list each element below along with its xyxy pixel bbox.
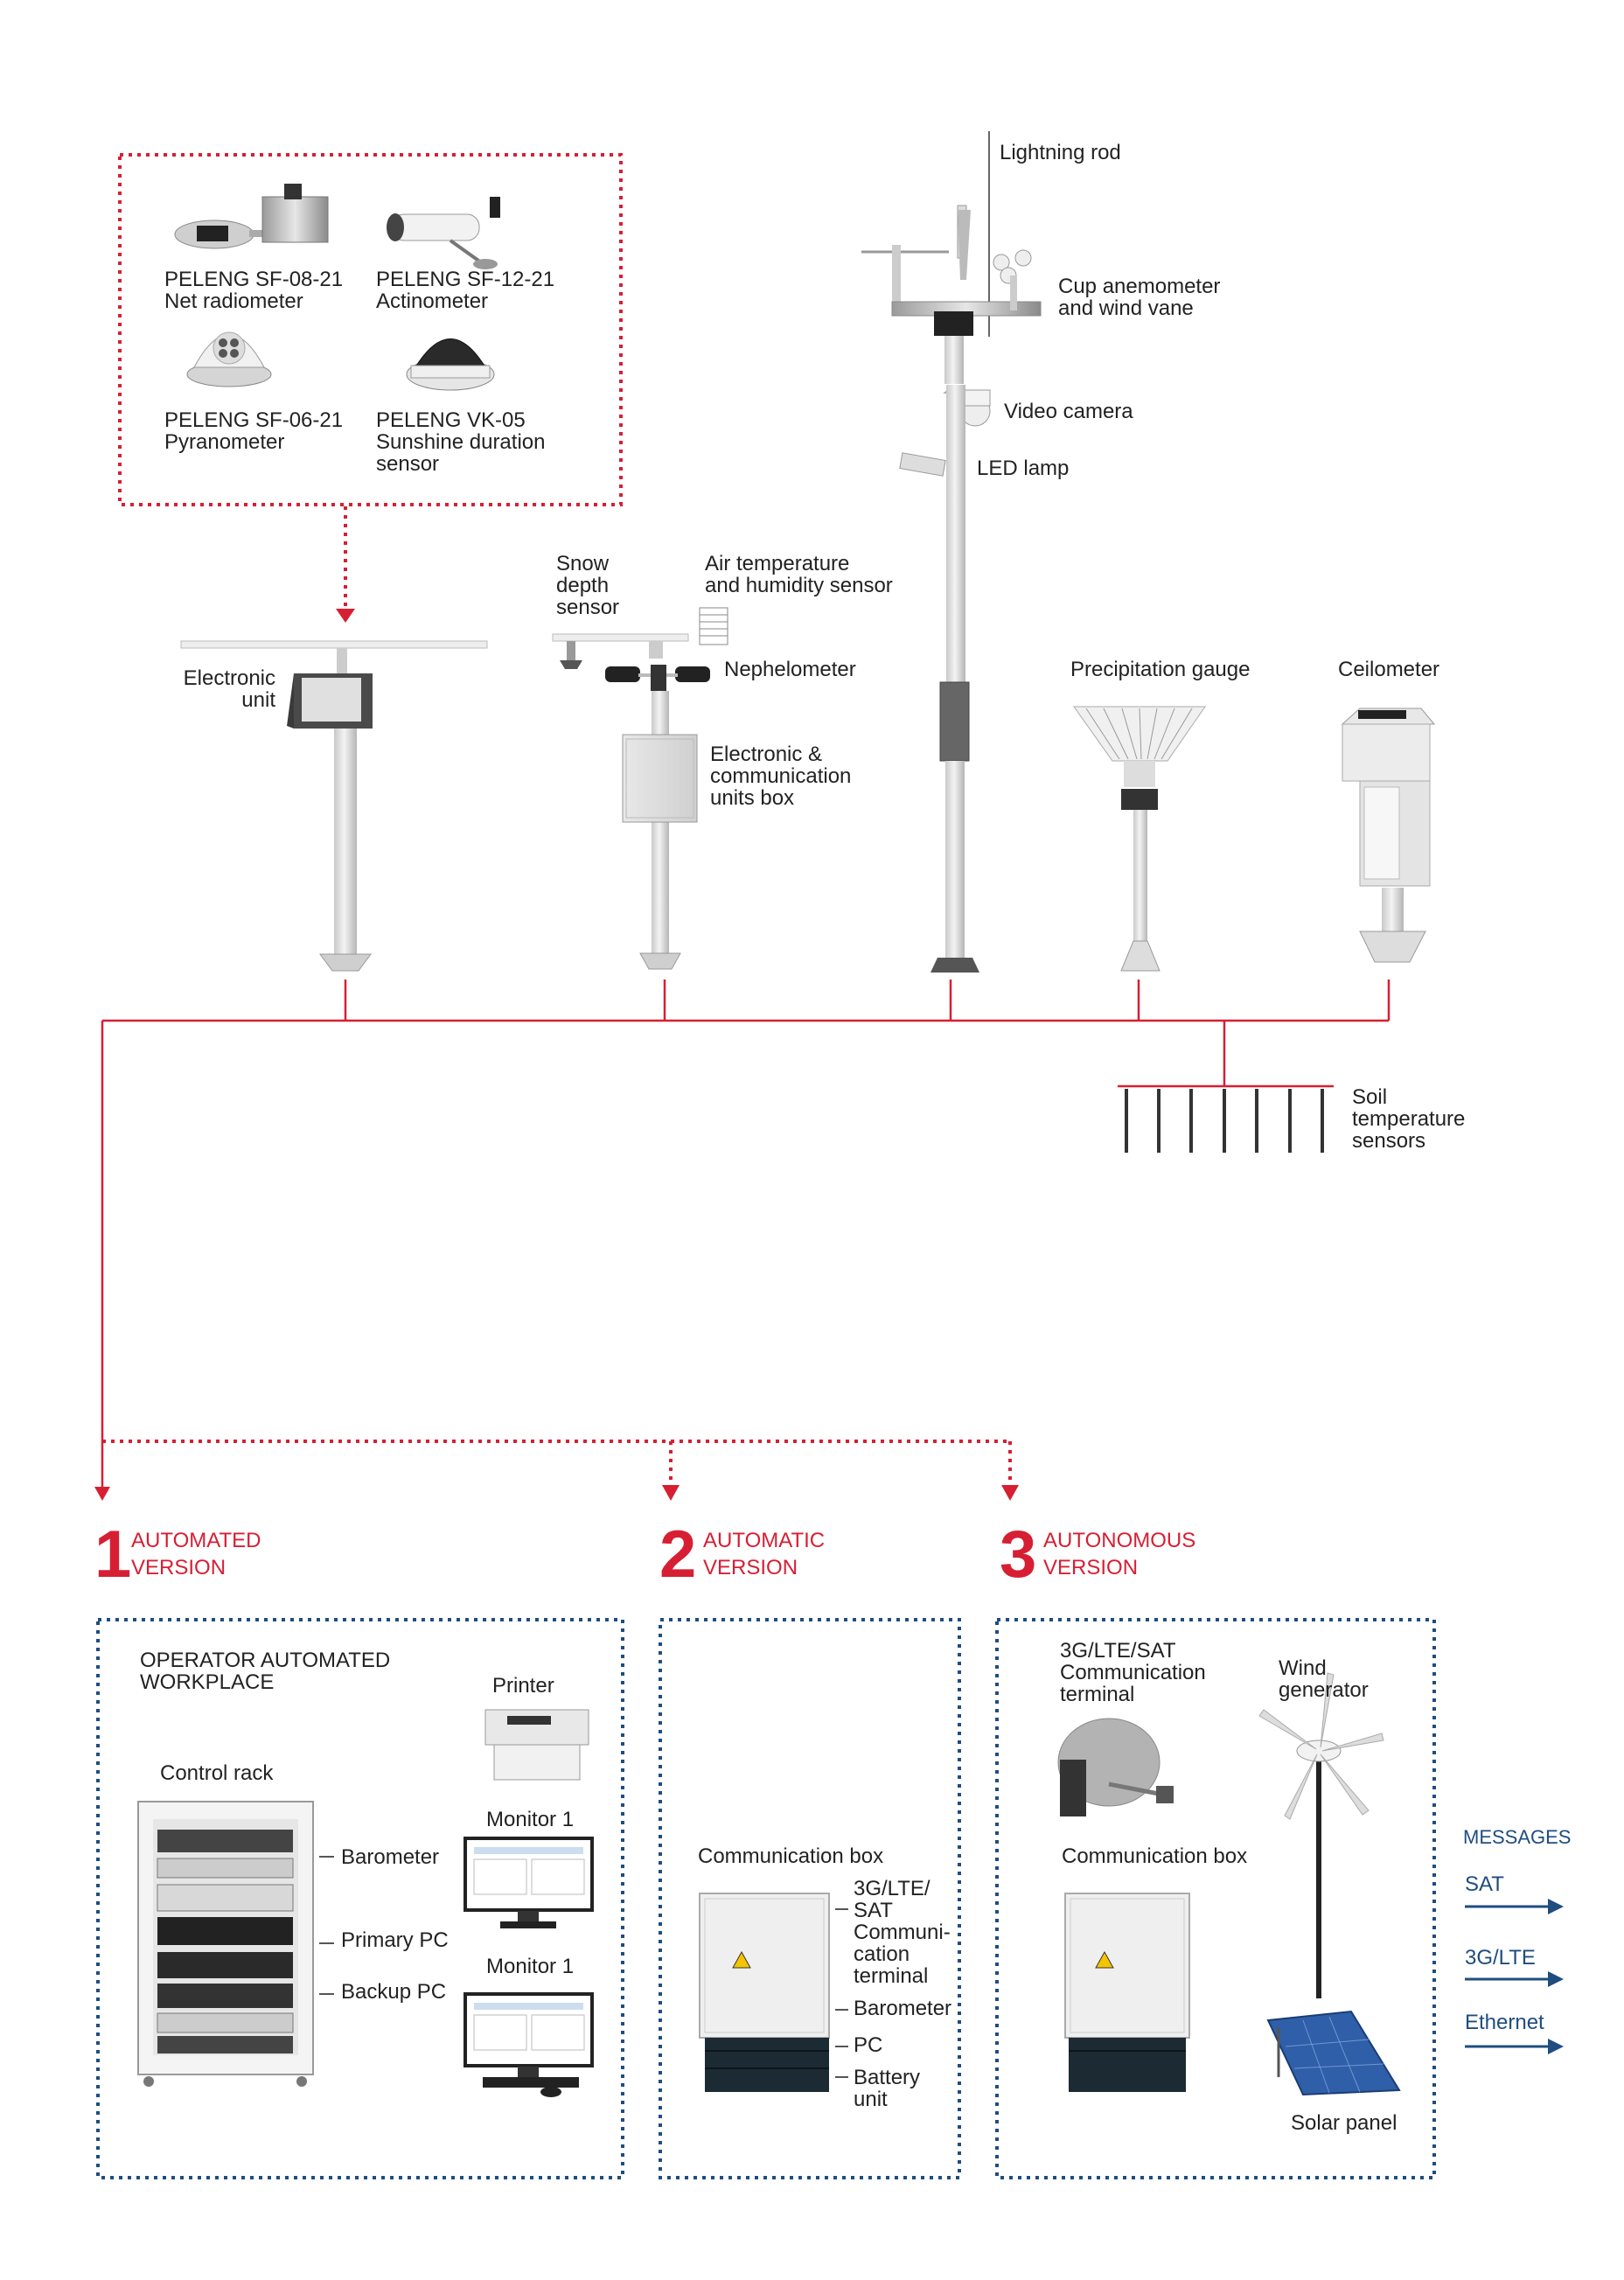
version-1-title: AUTOMATED VERSION [131,1529,261,1579]
message-arrows [1465,1905,1555,2048]
actinometer-image [387,197,500,269]
radiation-sensors-frame [118,153,623,506]
satellite-dish-image [1057,1718,1174,1816]
main-mast [861,131,1042,973]
ceilometer-image [1341,708,1436,963]
rack-leader-lines [319,1856,334,1995]
battery-unit-label: Battery unit [854,2066,921,2111]
net-radiometer-image [174,184,329,249]
electronic-box-label: Electronic & communication units box [710,743,852,810]
sensor-mast-pole [552,607,728,970]
monitor-image-bottom [464,1992,594,2097]
version-2-heading: 2 AUTOMATIC VERSION [659,1520,878,1599]
autonomous-arrow-head [1001,1485,1019,1501]
sunshine-sensor-model: PELENG VK-05 [376,408,526,432]
soil-sensors-label: Soil temperature sensors [1352,1085,1466,1153]
messages-heading: MESSAGES [1463,1826,1572,1848]
autonomous-version-panel [995,1618,1436,2179]
wind-generator-image [1258,1672,1384,1998]
control-rack-label: Control rack [160,1761,274,1785]
soil-sensor-probes [1125,1089,1324,1153]
wind-generator-label: Wind generator [1279,1656,1369,1702]
sunshine-sensor-desc: Sunshine duration sensor [376,430,546,476]
automatic-leader-lines [835,1908,848,2078]
net-radiometer-desc: Net radiometer [164,289,303,313]
actinometer-desc: Actinometer [376,289,489,313]
backup-pc-label: Backup PC [341,1980,447,2004]
actinometer-model: PELENG SF-12-21 [376,268,555,291]
solar-panel-label: Solar panel [1291,2111,1397,2135]
message-ethernet-label: Ethernet [1465,2011,1544,2034]
version-connectors [102,1440,1012,1485]
message-arrowhead-ethernet [1548,2039,1564,2054]
automated-arrow-head [94,1487,110,1501]
control-rack-image [137,1801,314,2087]
communication-box-label-automatic: Communication box [698,1844,884,1868]
version-1-heading: 1 AUTOMATED VERSION [94,1520,313,1599]
version-3-title: AUTONOMOUS VERSION [1043,1529,1196,1579]
pyranometer-desc: Pyranometer [164,430,285,454]
monitor-image-top [464,1837,594,1928]
version-2-title: AUTOMATIC VERSION [703,1529,826,1579]
cup-anemometer-label: Cup anemometer and wind vane [1058,275,1221,320]
video-camera-label: Video camera [1004,400,1133,423]
version-2-number: 2 [659,1517,697,1592]
automatic-version-panel [659,1618,961,2179]
communication-box-image-autonomous [1064,1893,1190,2092]
precipitation-gauge-image [1073,706,1206,972]
sunshine-sensor-image [406,338,495,391]
barometer-label-rack: Barometer [341,1845,440,1869]
automated-version-panel [96,1618,624,2179]
message-arrowhead-3g [1548,1971,1564,1987]
barometer-label-box: Barometer [854,1997,952,2020]
communication-box-image-automatic [699,1893,830,2092]
automatic-arrow-head [662,1485,680,1501]
led-lamp-label: LED lamp [977,457,1070,480]
lightning-rod-label: Lightning rod [1000,141,1121,164]
communication-box-label-autonomous: Communication box [1062,1844,1248,1868]
pc-label-box: PC [854,2033,883,2057]
version-3-number: 3 [1000,1517,1037,1592]
pyranometer-model: PELENG SF-06-21 [164,408,344,432]
air-temperature-label: Air temperature and humidity sensor [705,552,893,597]
net-radiometer-model: PELENG SF-08-21 [164,268,344,291]
pyranometer-image [186,331,272,387]
primary-pc-label: Primary PC [341,1928,449,1952]
sensors-arrow-head [336,609,355,623]
comm-terminal-label-autonomous: 3G/LTE/SAT Communication terminal [1060,1639,1206,1706]
electronic-unit-pole [180,640,488,972]
sensor-bus [101,980,1391,1487]
monitor-label-top: Monitor 1 [486,1808,575,1831]
snow-depth-label: Snow depth sensor [556,552,620,619]
message-3g-lte-label: 3G/LTE [1465,1946,1536,1970]
nephelometer-label: Nephelometer [724,658,856,681]
operator-workplace-heading: OPERATOR AUTOMATED WORKPLACE [140,1649,391,1694]
comm-terminal-label-automatic: 3G/LTE/ SAT Communi- cation terminal [854,1877,951,1988]
message-sat-label: SAT [1465,1872,1504,1896]
printer-label: Printer [492,1674,554,1698]
solar-panel-image [1266,2010,1401,2096]
version-3-heading: 3 AUTONOMOUS VERSION [1000,1520,1244,1599]
electronic-unit-label: Electronic unit [183,666,275,712]
printer-image [484,1709,589,1781]
message-arrowhead-sat [1548,1899,1564,1914]
version-1-number: 1 [94,1517,132,1592]
ceilometer-label: Ceilometer [1338,658,1440,681]
precipitation-gauge-label: Precipitation gauge [1070,658,1251,681]
monitor-label-bottom: Monitor 1 [486,1955,575,1978]
